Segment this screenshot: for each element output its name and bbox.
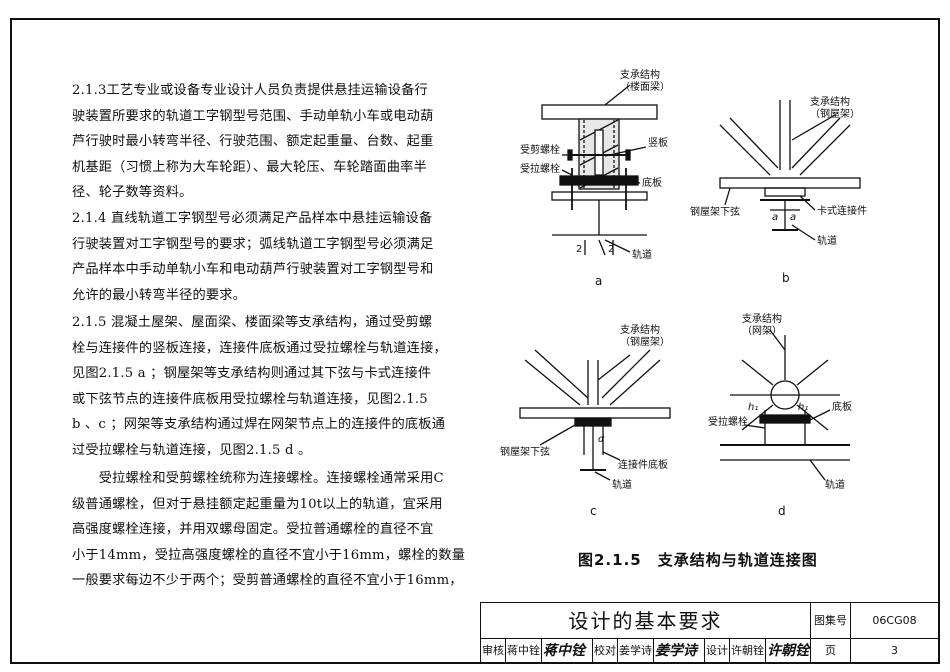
page-label: 页: [811, 639, 851, 663]
fig-c-lower-chord-label: 钢屋架下弦: [500, 445, 550, 458]
checker-name: 姜学诗: [618, 639, 654, 663]
text-line: 机基距（习惯上称为大车轮距）、最大轮压、车轮踏面曲率半: [72, 159, 427, 175]
atlas-label: 图集号: [811, 603, 851, 639]
fig-b-support-label: 支承结构: [810, 95, 850, 108]
fig-a-sub-label: a: [595, 274, 602, 288]
text-line: 见图2.1.5 a ；钢屋架等支承结构则通过其下弦与卡式连接件: [72, 366, 432, 381]
fig-b-track-label: 轨道: [817, 234, 837, 247]
text-line: 一般要求每边不少于两个；受剪普通螺栓的直径不宜小于16mm，: [72, 573, 463, 588]
title-block: 设计的基本要求 图集号 06CG08 审核 蒋中铨 蒋中铨 校对 姜学诗 姜学诗…: [480, 602, 940, 664]
fig-b-sub-label: b: [782, 271, 790, 285]
fig-a-dim: 2: [576, 244, 582, 255]
connection-figure: 支承结构 （楼面梁） 受剪螺栓 竖板 受拉螺栓 底板 轨道 2 2 a 支承结构…: [500, 68, 867, 518]
fig-d-track-label: 轨道: [825, 478, 845, 491]
text-line: 或下弦节点的连接件底板用受拉螺栓与轨道连接，见图2.1.5: [72, 391, 428, 407]
text-line: 受拉螺栓和受剪螺栓统称为连接螺栓。连接螺栓通常采用C: [72, 471, 444, 486]
fig-a-support-sub: （楼面梁）: [620, 80, 670, 93]
designer-signature: 许朝铨: [767, 643, 809, 659]
fig-a-shear-bolt-label: 受剪螺栓: [520, 143, 560, 156]
fig-c-support-label: 支承结构: [620, 323, 660, 336]
fig-b-dim-a: a: [772, 212, 778, 223]
fig-d-support-sub: （网架）: [742, 325, 782, 337]
fig-c-support-sub: （钢屋架）: [620, 335, 670, 348]
text-line: 芦行驶时最小转弯半径、行驶范围、额定起重量、台数、起重: [72, 134, 434, 149]
fig-c-sub-label: c: [590, 504, 597, 518]
paragraph: 2.1.3工艺专业或设备专业设计人员负责提供悬挂运输设备行驶装置所要求的轨道工字…: [72, 78, 452, 206]
fig-a-dim2: 2: [608, 244, 614, 255]
title-block-title: 设计的基本要求: [481, 603, 811, 639]
paragraph: 2.1.4 直线轨道工字钢型号必须满足产品样本中悬挂运输设备行驶装置对工字钢型号…: [72, 206, 452, 308]
fig-b-dim-a2: a: [790, 212, 796, 223]
figure-a-drawing: [541, 84, 658, 256]
text-line: 径、轮子数等资料。: [72, 185, 193, 200]
paragraph: 2.1.5 混凝土屋架、屋面梁、楼面梁等支承结构，通过受剪螺栓与连接件的竖板连接…: [72, 310, 452, 463]
checker-signature: 姜学诗: [654, 639, 705, 663]
fig-a-track-label: 轨道: [632, 248, 652, 261]
figure-c-drawing: [519, 349, 671, 481]
signature-row: 审核 蒋中铨 蒋中铨 校对 姜学诗 姜学诗 设计 许朝铨 许朝铨: [481, 639, 811, 663]
text-line: 允许的最小转弯半径的要求。: [72, 287, 247, 303]
text-line: 小于14mm，受拉高强度螺栓的直径不宜小于16mm，螺栓的数量: [72, 547, 466, 563]
figure-caption: 图2.1.5 支承结构与轨道连接图: [578, 551, 818, 569]
atlas-number: 06CG08: [851, 603, 939, 639]
figure-b-drawing: [719, 100, 861, 241]
fig-b-lower-chord-label: 钢屋架下弦: [690, 205, 740, 218]
fig-d-tension-bolt-label: 受拉螺栓: [708, 415, 748, 428]
fig-c-alpha: α: [598, 434, 605, 445]
paragraph: 受拉螺栓和受剪螺栓统称为连接螺栓。连接螺栓通常采用C 级普通螺栓，但对于悬挂额定起…: [72, 466, 466, 594]
fig-a-vertical-plate-label: 竖板: [648, 136, 668, 149]
designer-name: 许朝铨: [730, 639, 766, 663]
reviewer-signature: 蒋中铨: [542, 639, 593, 663]
text-line: 行驶装置对工字钢型号的要求；弧线轨道工字钢型号必须满足: [72, 236, 434, 252]
text-line: 2.1.5 混凝土屋架、屋面梁、楼面梁等支承结构，通过受剪螺: [72, 315, 433, 330]
text-line: 产品样本中手动单轨小车和电动葫芦行驶装置对工字钢型号和: [72, 262, 434, 277]
fig-a-tension-bolt-label: 受拉螺栓: [520, 162, 560, 175]
fig-d-sub-label: d: [778, 504, 786, 518]
text-line: b 、c ；网架等支承结构通过焊在网架节点上的连接件的底板通: [72, 417, 446, 432]
check-label: 校对: [593, 639, 618, 663]
text-line: 栓与连接件的竖板连接，连接件底板通过受拉螺栓与轨道连接，: [72, 340, 447, 356]
fig-d-support-label: 支承结构: [742, 312, 782, 325]
text-line: 过受拉螺栓与轨道连接，见图2.1.5 d 。: [72, 442, 312, 458]
fig-b-clamp-label: 卡式连接件: [817, 204, 867, 217]
text-line: 高强度螺栓连接，并用双螺母固定。受拉普通螺栓的直径不宜: [72, 522, 434, 537]
fig-d-base-plate-label: 底板: [832, 400, 852, 413]
fig-a-support-label: 支承结构: [620, 68, 660, 81]
text-line: 驶装置所要求的轨道工字钢型号范围、手动单轨小车或电动葫: [72, 108, 434, 124]
drawing-frame: [10, 18, 940, 664]
fig-d-h1: h₁: [748, 402, 758, 413]
fig-b-support-sub: （钢屋架）: [810, 107, 860, 120]
fig-c-track-label: 轨道: [612, 478, 632, 491]
figure-d-drawing: [720, 329, 850, 481]
text-line: 级普通螺栓，但对于悬挂额定起重量为10t以上的轨道，宜采用: [72, 496, 443, 512]
page-number: 3: [851, 639, 939, 663]
fig-c-base-plate-label: 连接件底板: [618, 458, 668, 471]
design-label: 设计: [705, 639, 730, 663]
review-label: 审核: [481, 639, 506, 663]
text-line: 2.1.4 直线轨道工字钢型号必须满足产品样本中悬挂运输设备: [72, 211, 433, 226]
fig-d-h2: h₁: [798, 402, 808, 413]
reviewer-name: 蒋中铨: [506, 639, 542, 663]
text-line: 2.1.3工艺专业或设备专业设计人员负责提供悬挂运输设备行: [72, 83, 428, 98]
fig-a-base-plate-label: 底板: [642, 176, 662, 189]
